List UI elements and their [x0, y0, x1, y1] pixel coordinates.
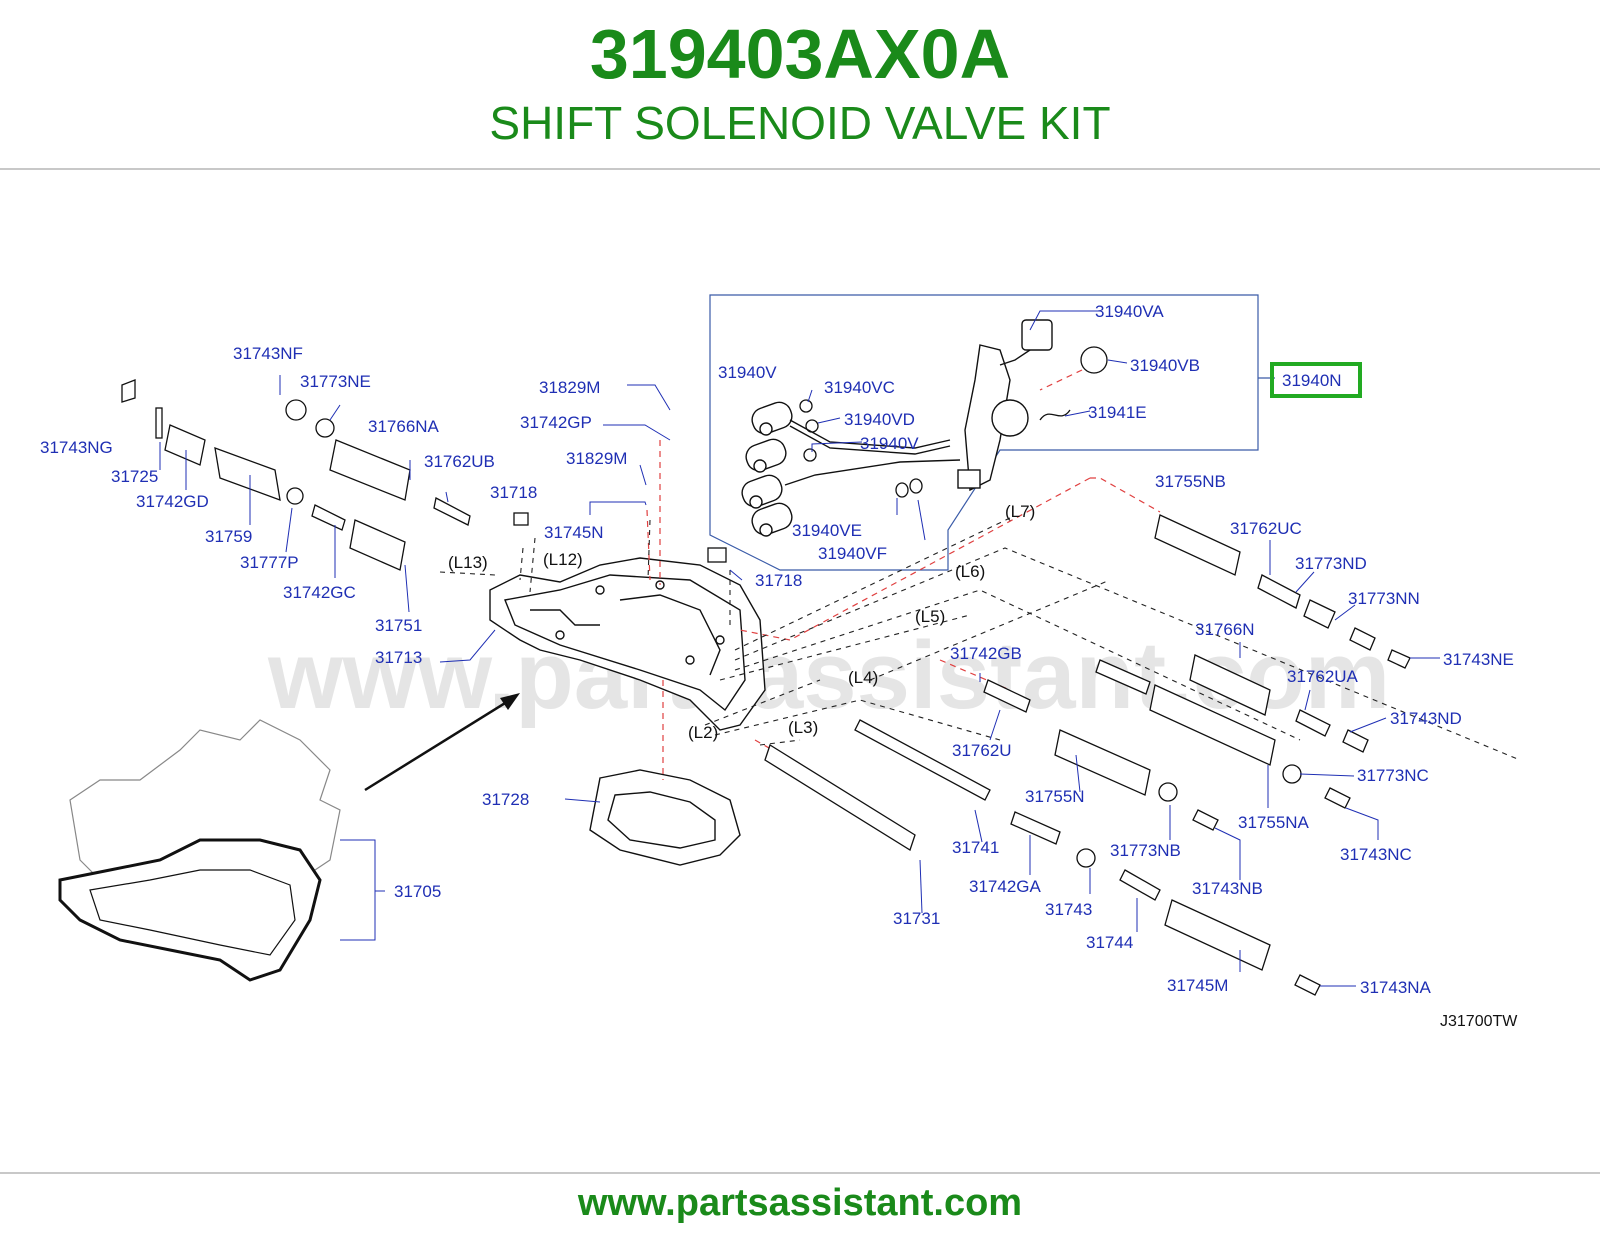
group-L13: (L13)	[448, 553, 488, 572]
callout-31762U[interactable]: 31762U	[952, 741, 1012, 760]
callout-31940VE[interactable]: 31940VE	[792, 521, 862, 540]
parts-diagram: www.partsassistant.com	[40, 294, 1521, 1030]
callout-31718-right[interactable]: 31718	[755, 571, 802, 590]
group-L3: (L3)	[788, 718, 818, 737]
callout-31940V-top[interactable]: 31940V	[718, 363, 777, 382]
callout-31705[interactable]: 31705	[394, 882, 441, 901]
callout-31742GD[interactable]: 31742GD	[136, 492, 209, 511]
lower-valve-body-31705	[58, 719, 341, 982]
callout-31743NE[interactable]: 31743NE	[1443, 650, 1514, 669]
callout-31773NB[interactable]: 31773NB	[1110, 841, 1181, 860]
callout-31743[interactable]: 31743	[1045, 900, 1092, 919]
callout-31751[interactable]: 31751	[375, 616, 422, 635]
callout-31940N[interactable]: 31940N	[1282, 371, 1342, 390]
arrow-head	[500, 693, 520, 710]
callout-31743NB[interactable]: 31743NB	[1192, 879, 1263, 898]
callout-31759[interactable]: 31759	[205, 527, 252, 546]
highlight-box	[1270, 362, 1362, 398]
callout-31773ND[interactable]: 31773ND	[1295, 554, 1367, 573]
black-guide-lines	[439, 517, 1521, 761]
footer-url[interactable]: www.partsassistant.com	[577, 1182, 1023, 1224]
callout-31743NF[interactable]: 31743NF	[233, 344, 303, 363]
callout-31829M-mid[interactable]: 31829M	[566, 449, 627, 468]
callout-31940VB[interactable]: 31940VB	[1130, 356, 1200, 375]
callout-31742GC[interactable]: 31742GC	[283, 583, 356, 602]
reference-code: J31700TW	[1440, 1013, 1518, 1030]
callout-31743NA[interactable]: 31743NA	[1360, 978, 1432, 997]
callout-31743NC[interactable]: 31743NC	[1340, 845, 1412, 864]
callout-31755NA[interactable]: 31755NA	[1238, 813, 1310, 832]
callout-31742GA[interactable]: 31742GA	[969, 877, 1041, 896]
callout-31755NB[interactable]: 31755NB	[1155, 472, 1226, 491]
callout-31743NG[interactable]: 31743NG	[40, 438, 113, 457]
group-L5: (L5)	[915, 607, 945, 626]
callout-31940VA[interactable]: 31940VA	[1095, 302, 1164, 321]
part-number-title: 319403AX0A	[589, 15, 1011, 93]
footer-divider	[0, 1172, 1600, 1174]
group-L6: (L6)	[955, 562, 985, 581]
group-L4: (L4)	[848, 668, 878, 687]
callout-31940VF[interactable]: 31940VF	[818, 544, 887, 563]
callout-31766NA[interactable]: 31766NA	[368, 417, 440, 436]
callout-31741[interactable]: 31741	[952, 838, 999, 857]
callout-31745M[interactable]: 31745M	[1167, 976, 1228, 995]
callout-31742GB[interactable]: 31742GB	[950, 644, 1022, 663]
callout-31731[interactable]: 31731	[893, 909, 940, 928]
callout-31762UB[interactable]: 31762UB	[424, 452, 495, 471]
callout-31762UC[interactable]: 31762UC	[1230, 519, 1302, 538]
group-L7: (L7)	[1005, 502, 1035, 521]
callout-31773NC[interactable]: 31773NC	[1357, 766, 1429, 785]
solenoid-kit-outline	[709, 294, 1259, 571]
callout-31762UA[interactable]: 31762UA	[1287, 667, 1359, 686]
header-divider	[0, 168, 1600, 170]
callout-31744[interactable]: 31744	[1086, 933, 1133, 952]
separator-plate-31728	[589, 769, 741, 866]
callout-31718-left[interactable]: 31718	[490, 483, 537, 502]
callout-31773NN[interactable]: 31773NN	[1348, 589, 1420, 608]
valve-body-31713	[489, 557, 766, 731]
arrow-shaft	[364, 698, 511, 792]
leader-lines	[159, 310, 1440, 987]
callout-31777P[interactable]: 31777P	[240, 553, 299, 572]
callout-31940VC[interactable]: 31940VC	[824, 378, 895, 397]
part-name-subtitle: SHIFT SOLENOID VALVE KIT	[489, 97, 1111, 149]
callout-31745N[interactable]: 31745N	[544, 523, 604, 542]
right-parts	[764, 514, 1411, 996]
callout-31725[interactable]: 31725	[111, 467, 158, 486]
solenoid-assembly	[741, 319, 1053, 537]
callout-31713[interactable]: 31713	[375, 648, 422, 667]
callout-31766N[interactable]: 31766N	[1195, 620, 1255, 639]
callout-31941E[interactable]: 31941E	[1088, 403, 1147, 422]
callout-31755N[interactable]: 31755N	[1025, 787, 1085, 806]
callout-31728[interactable]: 31728	[482, 790, 529, 809]
group-L2: (L2)	[688, 723, 718, 742]
callout-31940VD[interactable]: 31940VD	[844, 410, 915, 429]
seal-rings	[799, 346, 1108, 498]
callout-31743ND[interactable]: 31743ND	[1390, 709, 1462, 728]
callout-31742GP[interactable]: 31742GP	[520, 413, 592, 432]
left-parts	[121, 379, 727, 571]
callout-31940V-mid[interactable]: 31940V	[860, 434, 919, 453]
callout-31773NE[interactable]: 31773NE	[300, 372, 371, 391]
callout-31829M-top[interactable]: 31829M	[539, 378, 600, 397]
group-L12: (L12)	[543, 550, 583, 569]
